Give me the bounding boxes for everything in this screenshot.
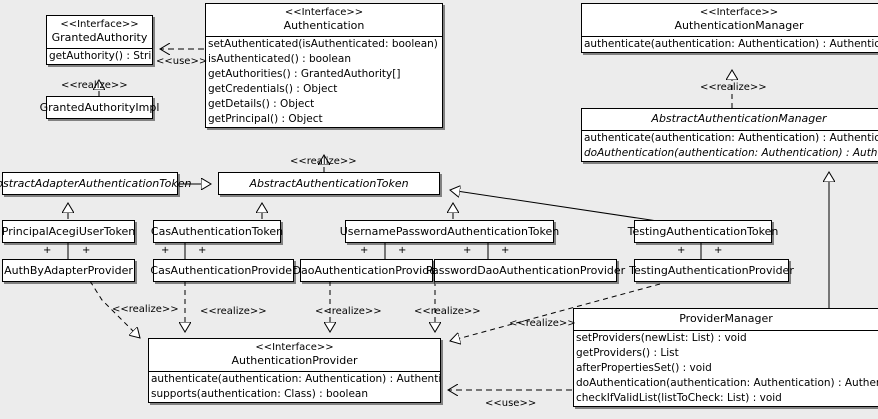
relationship-label-realize-cas-provider: <<realize>> [200, 306, 267, 317]
class-dao-authentication-provider[interactable]: DaoAuthenticationProvider [293, 259, 441, 282]
class-password-dao-authentication-provider[interactable]: PasswordDaoAuthenticationProvider [426, 259, 625, 282]
class-name: UsernamePasswordAuthenticationToken [339, 224, 560, 238]
class-testing-authentication-provider[interactable]: TestingAuthenticationProvider [629, 259, 794, 282]
association-mark: + [501, 245, 510, 256]
stereotype-label: <<Interface>> [60, 19, 139, 30]
association-mark: + [398, 245, 407, 256]
operation: authenticate(authentication: Authenticat… [584, 132, 878, 144]
class-abstract-authentication-token[interactable]: AbstractAuthenticationToken [218, 172, 440, 195]
class-granted-authority[interactable]: <<Interface>> GrantedAuthority getAuthor… [46, 15, 153, 65]
class-name: TestingAuthenticationProvider [629, 263, 794, 277]
operations-compartment: setAuthenticated(isAuthenticated: boolea… [206, 37, 442, 127]
operation: afterPropertiesSet() : void [576, 362, 712, 374]
class-name: AuthByAdapterProvider [4, 263, 133, 277]
class-username-password-authentication-token[interactable]: UsernamePasswordAuthenticationToken [340, 220, 559, 243]
operation: getAuthority() : String [49, 50, 152, 62]
operations-compartment: authenticate(authentication: Authenticat… [149, 372, 440, 402]
operation: isAuthenticated() : boolean [208, 53, 351, 65]
class-name: ProviderManager [679, 312, 773, 325]
class-authentication[interactable]: <<Interface>> Authentication setAuthenti… [205, 3, 443, 128]
class-cas-authentication-provider[interactable]: CasAuthenticationProvider [150, 259, 297, 282]
class-name: AbstractAuthenticationToken [249, 176, 409, 190]
relationship-label-realize-password-dao-provider: <<realize>> [414, 306, 481, 317]
relationship-label-realize-auth-by-adapter: <<realize>> [112, 304, 179, 315]
operation: getCredentials() : Object [208, 83, 338, 95]
association-mark: + [161, 245, 170, 256]
operation: doAuthentication(authentication: Authent… [584, 147, 878, 159]
class-provider-manager[interactable]: ProviderManager setProviders(newList: Li… [573, 308, 878, 407]
class-name: GrantedAuthorityImpl [39, 100, 160, 114]
class-header: <<Interface>> AuthenticationProvider [149, 339, 440, 372]
operation: setProviders(newList: List) : void [576, 332, 747, 344]
operation: getAuthorities() : GrantedAuthority[] [208, 68, 401, 80]
class-name: GrantedAuthority [51, 31, 148, 44]
operations-compartment: setProviders(newList: List) : void getPr… [574, 331, 878, 406]
operation: getDetails() : Object [208, 98, 315, 110]
class-cas-authentication-token[interactable]: CasAuthenticationToken [151, 220, 283, 243]
class-principal-acegi-user-token[interactable]: PrincipalAcegiUserToken [2, 220, 135, 243]
class-name: CasAuthenticationProvider [150, 263, 297, 277]
relationship-label-use-granted-authority: <<use>> [156, 56, 208, 67]
operations-compartment: getAuthority() : String [47, 49, 152, 64]
class-auth-by-adapter-provider[interactable]: AuthByAdapterProvider [2, 259, 135, 282]
class-name: AuthenticationManager [674, 19, 804, 32]
class-header: <<Interface>> Authentication [206, 4, 442, 37]
class-header: <<Interface>> AuthenticationManager [582, 4, 878, 37]
class-header: ProviderManager [574, 309, 878, 331]
stereotype-label: <<Interface>> [699, 7, 779, 18]
operations-compartment: authenticate(authentication: Authenticat… [582, 131, 878, 161]
operations-compartment: authenticate(authentication: Authenticat… [582, 37, 878, 52]
relationship-label-realize-dao-provider: <<realize>> [315, 306, 382, 317]
association-mark: + [82, 245, 91, 256]
association-mark: + [43, 245, 52, 256]
class-name: PasswordDaoAuthenticationProvider [425, 263, 626, 277]
relationship-label-realize-abstract-authentication-manager: <<realize>> [700, 82, 767, 93]
relationship-label-realize-testing-provider: <<realize>> [509, 318, 576, 329]
association-mark: + [714, 245, 723, 256]
class-abstract-authentication-manager[interactable]: AbstractAuthenticationManager authentica… [581, 108, 878, 162]
stereotype-label: <<Interface>> [284, 7, 364, 18]
association-mark: + [360, 245, 369, 256]
class-name: AbstractAdapterAuthenticationToken [0, 176, 192, 190]
class-name: PrincipalAcegiUserToken [1, 224, 136, 238]
operation: doAuthentication(authentication: Authent… [576, 377, 878, 389]
class-name: AuthenticationProvider [231, 354, 358, 367]
operation: setAuthenticated(isAuthenticated: boolea… [208, 38, 442, 50]
relationship-label-realize-abstract-authentication-token: <<realize>> [290, 156, 357, 167]
operation: checkIfValidList(listToCheck: List) : vo… [576, 392, 782, 404]
class-header: <<Interface>> GrantedAuthority [47, 16, 152, 49]
class-name: Authentication [283, 19, 365, 32]
class-name: DaoAuthenticationProvider [292, 263, 441, 277]
class-granted-authority-impl[interactable]: GrantedAuthorityImpl [40, 96, 159, 119]
class-authentication-provider[interactable]: <<Interface>> AuthenticationProvider aut… [148, 338, 441, 403]
class-header: AbstractAuthenticationManager [582, 109, 878, 131]
operation: getProviders() : List [576, 347, 679, 359]
class-name: CasAuthenticationToken [150, 224, 284, 238]
class-authentication-manager[interactable]: <<Interface>> AuthenticationManager auth… [581, 3, 878, 53]
association-mark: + [677, 245, 686, 256]
operation: authenticate(authentication: Authenticat… [584, 38, 878, 50]
stereotype-label: <<Interface>> [255, 342, 334, 353]
operation: supports(authentication: Class) : boolea… [151, 388, 368, 400]
operation: getPrincipal() : Object [208, 113, 323, 125]
class-testing-authentication-token[interactable]: TestingAuthenticationToken [628, 220, 778, 243]
relationship-label-use-provider-manager: <<use>> [485, 398, 537, 409]
class-abstract-adapter-authentication-token[interactable]: AbstractAdapterAuthenticationToken [0, 172, 191, 195]
class-name: TestingAuthenticationToken [627, 224, 779, 238]
relationship-label-realize-granted-authority-impl: <<realize>> [61, 80, 128, 91]
association-mark: + [198, 245, 207, 256]
association-mark: + [463, 245, 472, 256]
operation: authenticate(authentication: Authenticat… [151, 373, 440, 385]
class-name: AbstractAuthenticationManager [651, 112, 827, 125]
